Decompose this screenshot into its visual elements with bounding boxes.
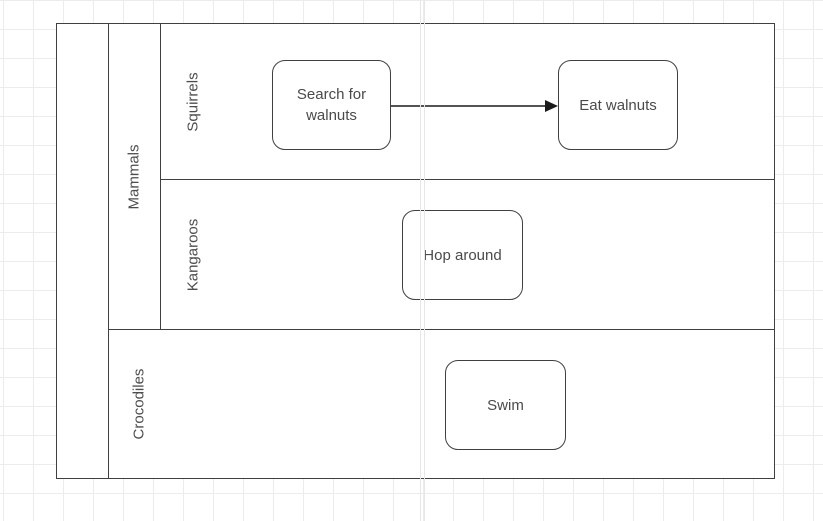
task-swim[interactable]: Swim bbox=[445, 360, 566, 450]
page-break-line bbox=[424, 0, 425, 521]
sublane-kangaroos[interactable]: Kangaroos bbox=[161, 179, 774, 329]
page-break-line bbox=[420, 0, 421, 521]
lane-crocodiles-label: Crocodiles bbox=[130, 368, 148, 439]
sublane-squirrels-label: Squirrels bbox=[184, 71, 202, 132]
pool-body: Mammals Squirrels Kangaroos Crocodiles bbox=[57, 24, 774, 478]
sublane-kangaroos-label: Kangaroos bbox=[184, 218, 202, 291]
arrowhead-icon bbox=[545, 100, 558, 112]
task-eat-walnuts-label: Eat walnuts bbox=[579, 96, 657, 114]
pool-title-column[interactable] bbox=[57, 24, 109, 478]
task-swim-label: Swim bbox=[487, 396, 524, 414]
lane-mammals-label-column[interactable]: Mammals bbox=[108, 24, 161, 329]
task-eat-walnuts[interactable]: Eat walnuts bbox=[558, 60, 678, 150]
sequence-flow-arrow[interactable] bbox=[391, 96, 559, 116]
lane-crocodiles[interactable]: Crocodiles bbox=[108, 329, 774, 477]
lane-mammals-label: Mammals bbox=[125, 143, 143, 210]
task-hop-around[interactable]: Hop around bbox=[402, 210, 523, 300]
task-search-for-walnuts-label: Search for walnuts bbox=[296, 86, 367, 124]
task-search-for-walnuts[interactable]: Search for walnuts bbox=[272, 60, 391, 150]
task-hop-around-label: Hop around bbox=[423, 246, 502, 264]
